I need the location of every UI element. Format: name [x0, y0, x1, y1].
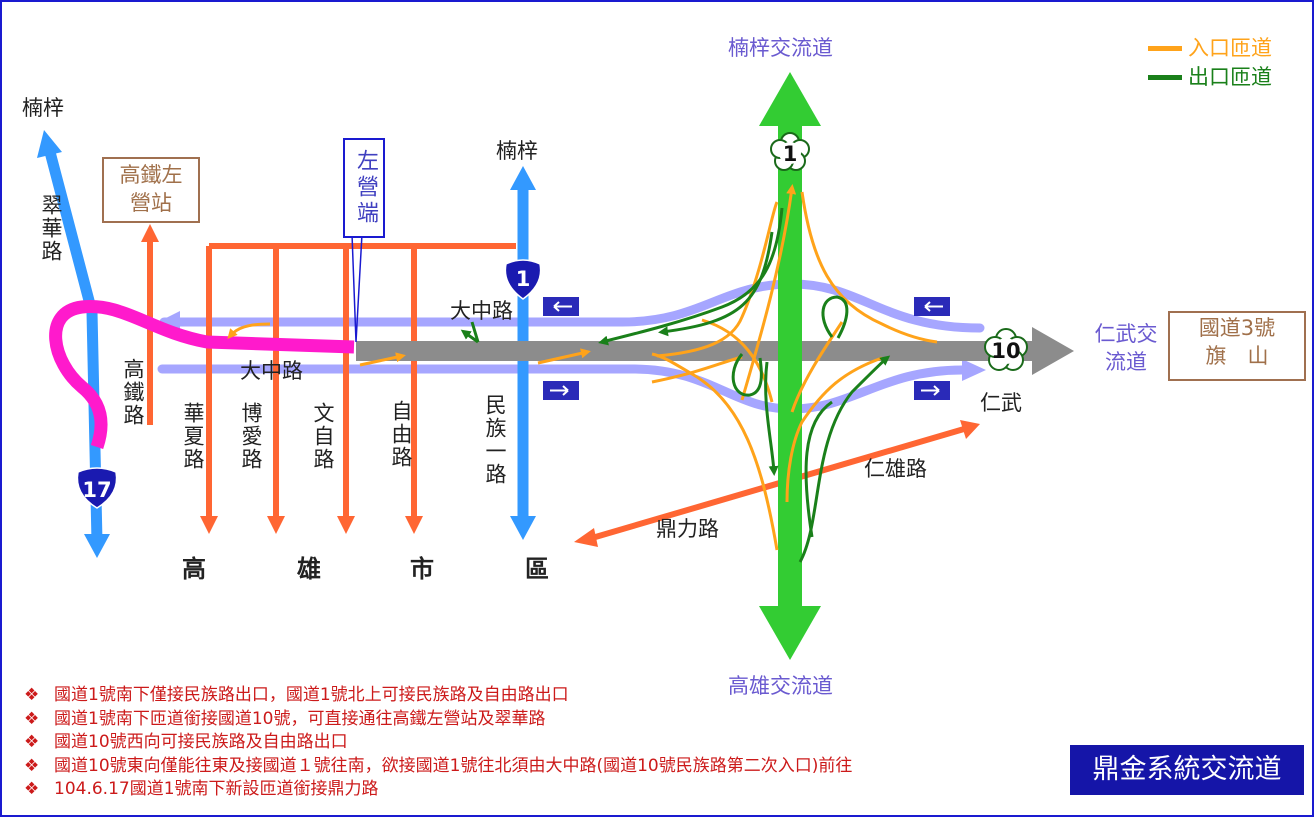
note-item: ❖ 104.6.17國道1號南下新設匝道銜接鼎力路	[24, 778, 852, 802]
city-char-3: 市	[410, 554, 434, 583]
renwu-interchange-text: 仁武交流道	[1094, 322, 1158, 374]
city-roads	[147, 238, 965, 541]
note-bullet-icon: ❖	[24, 755, 40, 776]
dazhong-upper-label: 大中路	[450, 299, 513, 323]
city-char-4: 區	[525, 554, 549, 583]
freeway1-north-arrow	[759, 72, 821, 126]
note-text: 104.6.17國道1號南下新設匝道銜接鼎力路	[54, 779, 379, 799]
legend-exit-swatch	[1148, 75, 1182, 80]
city-road-arrows	[141, 224, 980, 547]
freeway1-road	[778, 110, 802, 630]
note-bullet-icon: ❖	[24, 779, 40, 799]
direction-boxes	[543, 297, 950, 400]
legend-exit: 出口匝道	[1148, 63, 1272, 92]
minzu-south-arrow	[510, 516, 536, 540]
note-text: 國道10號東向僅能往東及接國道１號往南，欲接國道1號往北須由大中路(國道10號民…	[54, 755, 853, 776]
freeway10-shield-number: 10	[991, 339, 1021, 363]
exit-ramps	[460, 207, 891, 563]
interchange-title: 鼎金系統交流道	[1070, 745, 1304, 795]
legend-entrance: 入口匝道	[1148, 34, 1272, 63]
renwu-label: 仁武	[980, 391, 1022, 415]
minzu-north-arrow	[510, 166, 536, 190]
legend-entrance-label: 入口匝道	[1188, 36, 1272, 60]
ziyou-road-label: 自由路	[389, 400, 413, 469]
city-char-1: 高	[182, 554, 206, 583]
cuihua-road-label: 翠華路	[39, 194, 63, 263]
freeway3-box: 國道3號 旗 山	[1168, 311, 1306, 381]
note-item: ❖ 國道1號南下僅接民族路出口，國道1號北上可接民族路及自由路出口	[24, 684, 852, 708]
boai-road-label: 博愛路	[239, 402, 263, 471]
zuoying-pointer	[351, 233, 363, 343]
dingli-road-label: 鼎力路	[656, 517, 719, 541]
zuoying-end-text: 左營端	[353, 149, 378, 227]
notes-list: ❖ 國道1號南下僅接民族路出口，國道1號北上可接民族路及自由路出口 ❖ 國道1號南下…	[24, 684, 852, 802]
legend-exit-label: 出口匝道	[1188, 65, 1272, 89]
hsr-station-box: 高鐵左營站	[102, 157, 200, 223]
freeway1-blue-shield	[504, 259, 542, 300]
legend: 入口匝道 出口匝道	[1148, 34, 1272, 92]
cuihua-north-arrow	[37, 130, 62, 158]
freeway1-south-arrow	[759, 606, 821, 660]
hsr-road-label: 高鐵路	[121, 358, 145, 427]
note-bullet-icon: ❖	[24, 732, 40, 752]
zuoying-end-box: 左營端	[343, 138, 385, 238]
dazhong-east-arrow	[962, 359, 986, 381]
freeway3-line2: 旗 山	[1205, 344, 1269, 368]
note-text: 國道1號南下匝道銜接國道10號，可直接通往高鐵左營站及翠華路	[54, 708, 546, 729]
note-item: ❖ 國道1號南下匝道銜接國道10號，可直接通往高鐵左營站及翠華路	[24, 708, 852, 732]
freeway17-road	[49, 299, 355, 450]
freeway1-plum-shield	[770, 132, 810, 171]
freeway10-plum-shield	[984, 328, 1028, 371]
cuihua-south-arrow	[84, 534, 110, 558]
city-char-2: 雄	[297, 554, 321, 583]
legend-entrance-swatch	[1148, 46, 1182, 51]
hsr-station-text: 高鐵左營站	[119, 163, 183, 215]
wenzi-road-label: 文自路	[311, 402, 335, 471]
freeway1-blue-shield-number: 1	[515, 267, 531, 291]
renxiong-road-label: 仁雄路	[864, 457, 927, 481]
renwu-interchange-label: 仁武交流道	[1086, 320, 1166, 376]
huaxia-road-label: 華夏路	[181, 402, 205, 471]
freeway10-road	[356, 341, 1040, 361]
freeway10-east-arrow	[1032, 327, 1074, 375]
note-item: ❖ 國道10號東向僅能往東及接國道１號往南，欲接國道1號往北須由大中路(國道10號…	[24, 755, 852, 779]
note-text: 國道1號南下僅接民族路出口，國道1號北上可接民族路及自由路出口	[54, 685, 569, 705]
nanzi-left-label: 楠梓	[22, 96, 64, 120]
entrance-ramps	[227, 184, 938, 551]
note-item: ❖ 國道10號西向可接民族路及自由路出口	[24, 731, 852, 755]
freeway17-blue-shield	[76, 467, 118, 509]
note-text: 國道10號西向可接民族路及自由路出口	[54, 732, 348, 752]
nanzi-mid-label: 楠梓	[496, 139, 538, 163]
minzu1-road-label: 民族一路	[483, 394, 507, 486]
nanzi-interchange-label: 楠梓交流道	[728, 36, 833, 60]
freeway1-top-shield-number: 1	[782, 142, 798, 166]
freeway3-line1: 國道3號	[1198, 316, 1276, 340]
freeway17-shield-number: 17	[82, 478, 112, 502]
note-bullet-icon: ❖	[24, 708, 40, 729]
kaohsiung-interchange-label: 高雄交流道	[728, 674, 833, 698]
dazhong-lower-label: 大中路	[240, 359, 303, 383]
note-bullet-icon: ❖	[24, 685, 40, 705]
